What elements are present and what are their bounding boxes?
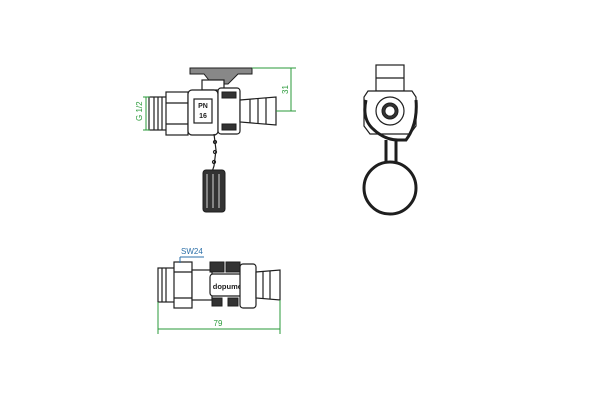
- front-cap-chain: [211, 133, 217, 173]
- top-union-nut: [239, 263, 257, 309]
- front-pn-plate: [193, 98, 213, 124]
- wrench-size-label: SW24: [181, 247, 203, 256]
- pressure-label-top: PN: [198, 103, 208, 110]
- front-handle: [189, 67, 253, 85]
- end-cap-ring: [362, 160, 418, 216]
- brand-label: dopumoəvo: [213, 282, 256, 291]
- front-cap: [202, 169, 226, 213]
- top-hex-nut: [173, 261, 193, 309]
- end-view: [362, 64, 418, 216]
- thread-dimension-label: G 1/2: [135, 101, 144, 121]
- front-hex-nut: [165, 91, 189, 136]
- top-hose-barb: [255, 269, 281, 301]
- top-view: dopumoəvo SW24 79: [157, 247, 281, 334]
- length-dimension-label: 79: [214, 319, 223, 328]
- end-cap-strap: [363, 99, 418, 142]
- top-valve-body: [191, 269, 213, 301]
- height-dimension-label: 31: [281, 85, 290, 94]
- pressure-label-bottom: 16: [199, 113, 207, 120]
- end-strap-tail: [384, 140, 398, 162]
- front-view: PN 16 G 1/2 31: [135, 67, 296, 213]
